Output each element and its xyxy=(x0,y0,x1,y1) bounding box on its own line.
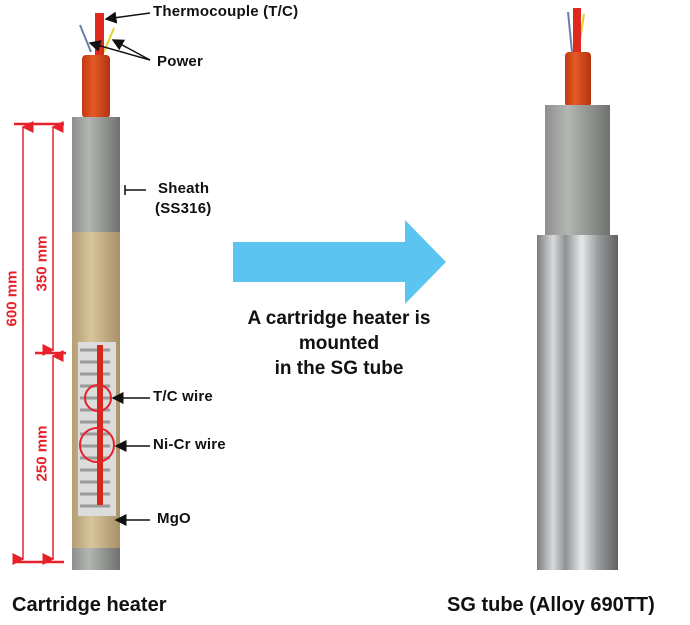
mount-line-2: mounted xyxy=(298,333,380,354)
lead-sleeve xyxy=(82,55,110,118)
dim-600: 600 mm xyxy=(3,270,21,327)
label-tc-wire: T/C wire xyxy=(153,388,213,405)
nicr-wire-circle xyxy=(79,427,115,463)
label-mgo: MgO xyxy=(157,510,191,527)
mount-line-3: in the SG tube xyxy=(274,358,404,379)
callout-arrows xyxy=(88,11,151,526)
dim-350: 350 mm xyxy=(33,235,51,292)
sheath xyxy=(72,117,120,233)
sg-tube xyxy=(537,8,618,570)
label-nicr-wire: Ni-Cr wire xyxy=(153,436,226,453)
mount-description: A cartridge heater is mounted in the SG … xyxy=(205,306,473,381)
tc-wire-circle xyxy=(84,384,112,412)
cartridge-heater xyxy=(72,13,120,570)
sg-tube-body xyxy=(537,235,618,570)
caption-sg-tube: SG tube (Alloy 690TT) xyxy=(447,594,655,616)
dim-250: 250 mm xyxy=(33,425,51,482)
mount-line-1: A cartridge heater is xyxy=(247,308,431,329)
label-sheath: Sheath xyxy=(158,180,210,197)
caption-cartridge-heater: Cartridge heater xyxy=(12,594,167,616)
label-power: Power xyxy=(157,53,204,70)
label-sheath-material: (SS316) xyxy=(155,200,212,217)
tc-wire xyxy=(97,345,103,505)
transition-arrow xyxy=(233,220,446,304)
label-thermocouple: Thermocouple (T/C) xyxy=(153,3,299,20)
dimension-lines xyxy=(12,121,66,565)
